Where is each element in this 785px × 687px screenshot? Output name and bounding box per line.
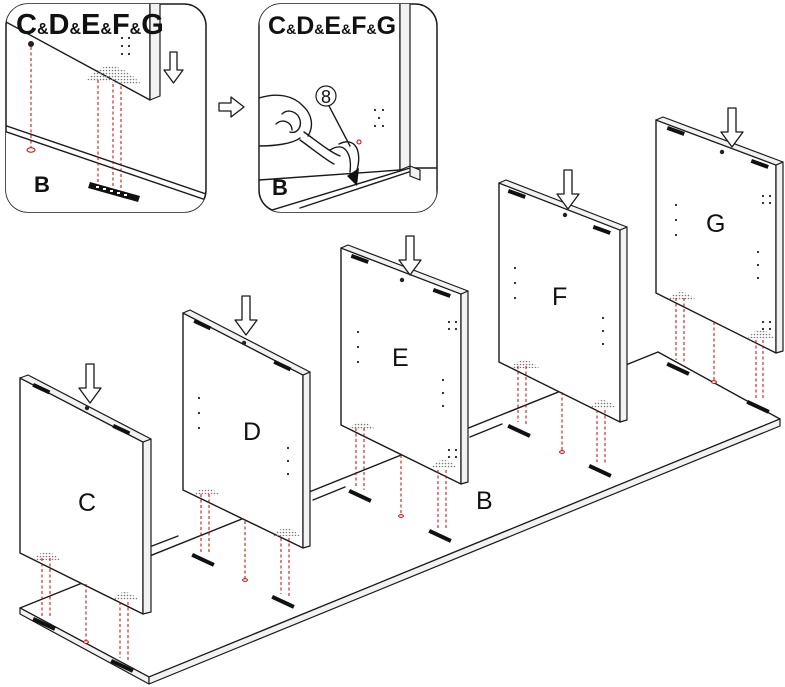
- svg-text:C&D&E&F&G: C&D&E&F&G: [268, 12, 396, 40]
- part-number-8: 8: [321, 87, 331, 107]
- next-step-arrow-icon: [218, 96, 245, 118]
- inset2-title-amp-2: &: [314, 21, 324, 37]
- inset1-title-d: D: [49, 9, 70, 41]
- inset2-title-amp-3: &: [341, 21, 351, 37]
- panel-e: E: [340, 235, 469, 485]
- panel-label-g: G: [706, 210, 725, 238]
- panel-e-fittings: [312, 428, 452, 543]
- panel-g-fittings: [666, 298, 770, 414]
- inset2-title-amp-1: &: [286, 21, 296, 37]
- inset1-title-f: F: [112, 9, 130, 41]
- inset1-title-g: G: [141, 9, 164, 41]
- inset1-title-c: C: [16, 9, 37, 41]
- inset1-board-label: B: [34, 172, 50, 197]
- panel-d-fittings: [191, 494, 295, 609]
- inset2-title-d: D: [296, 12, 314, 40]
- inset2-title-f: F: [351, 12, 366, 40]
- panel-g: G: [655, 107, 784, 354]
- inset1-title-amp-3: &: [100, 21, 112, 38]
- panel-c: C: [19, 363, 152, 615]
- panel-d: D: [182, 295, 311, 549]
- panel-label-f: F: [552, 283, 567, 311]
- panel-c-fittings: [32, 558, 134, 673]
- inset1-title-amp-1: &: [37, 21, 49, 38]
- panel-f-fittings: [469, 366, 612, 478]
- detail-inset-2: 8 C&D&E&F&G B: [258, 3, 438, 213]
- inset1-title-e: E: [81, 9, 100, 41]
- inset2-board-label: B: [272, 175, 288, 200]
- panel-label-e: E: [392, 344, 409, 372]
- inset2-title-e: E: [324, 12, 341, 40]
- base-label-b: B: [476, 487, 493, 515]
- panel-label-d: D: [243, 418, 261, 446]
- detail-inset-1: C&D&E&F&G B: [5, 3, 207, 213]
- inset2-title-c: C: [268, 12, 286, 40]
- inset1-title-amp-2: &: [69, 21, 81, 38]
- panel-label-c: C: [78, 489, 96, 517]
- inset2-title-g: G: [377, 12, 396, 40]
- inset2-title-amp-4: &: [366, 21, 376, 37]
- svg-text:C&D&E&F&G: C&D&E&F&G: [16, 9, 164, 41]
- inset1-title-amp-4: &: [130, 21, 142, 38]
- panel-f: F: [498, 169, 628, 423]
